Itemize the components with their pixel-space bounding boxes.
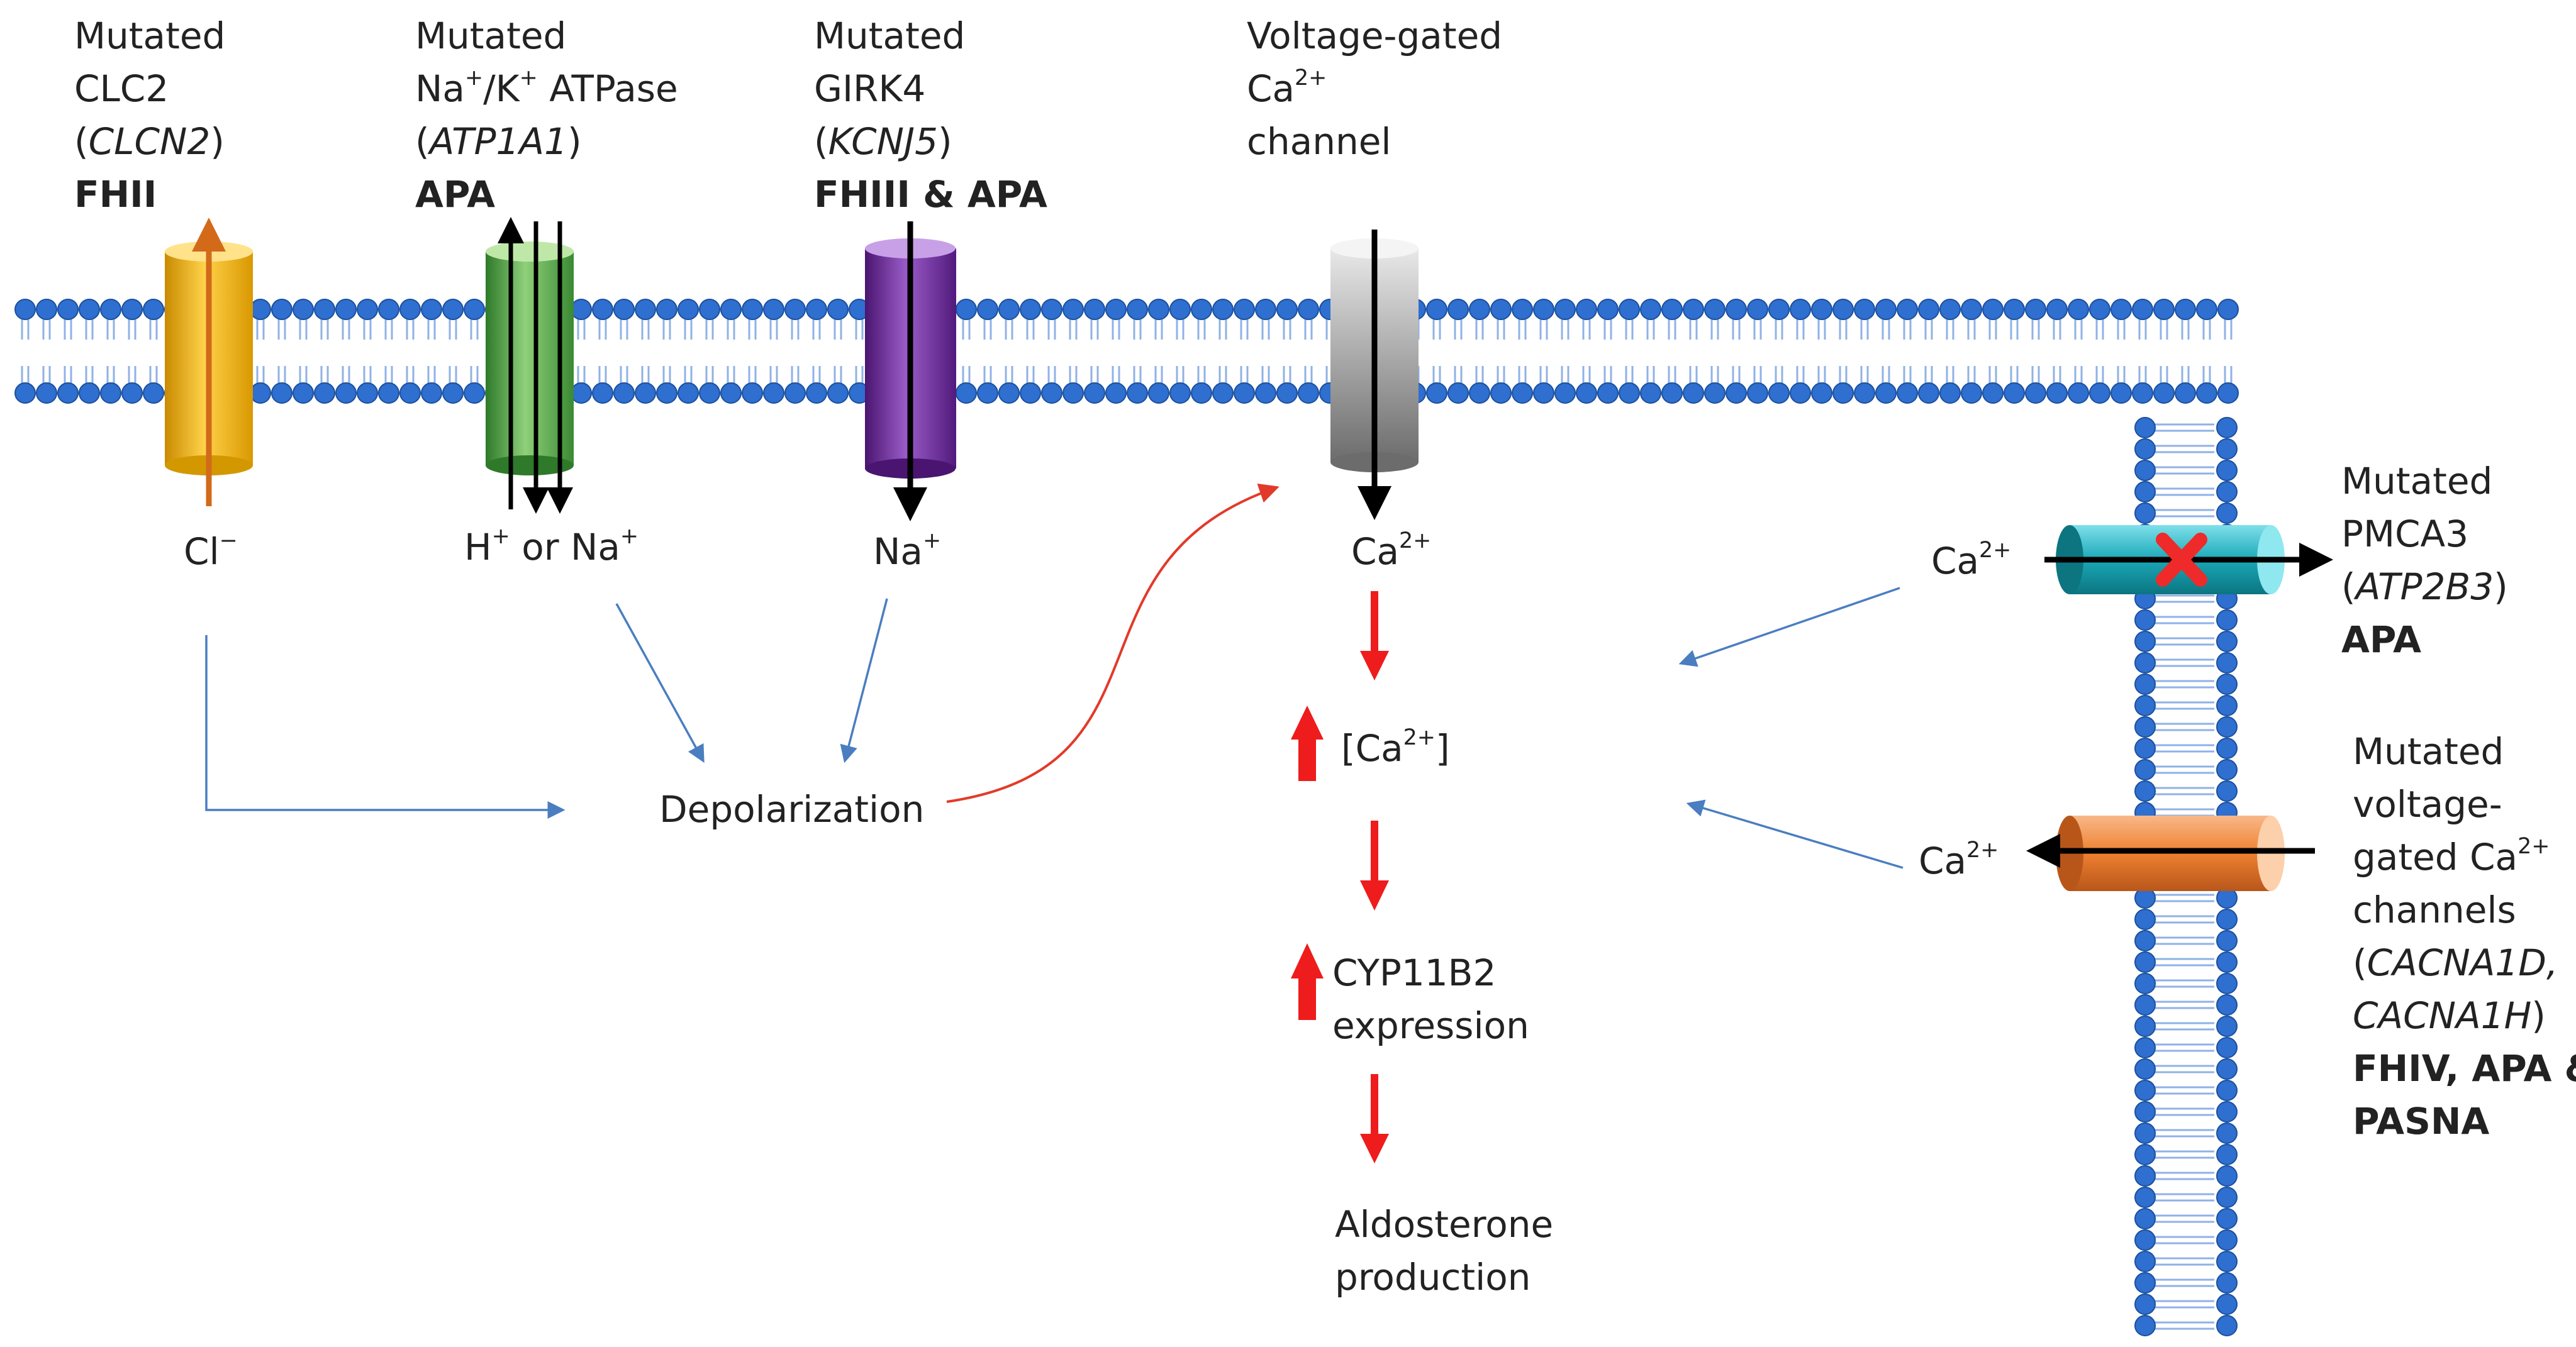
cacna-voltage-text: voltage- bbox=[2353, 783, 2502, 826]
cacna-gene2-text: CACNA1H) bbox=[2353, 994, 2546, 1037]
atpase-label: Mutated Na+/K+ ATPase (ATP1A1) APA bbox=[415, 9, 678, 221]
cacna-disease2-text: PASNA bbox=[2353, 1100, 2490, 1143]
aldosterone-name-text: Aldosterone bbox=[1335, 1203, 1554, 1246]
cacna-mutated-text: Mutated bbox=[2353, 730, 2504, 773]
cacna-gated-text: gated Ca2+ bbox=[2353, 833, 2550, 879]
cacna-label: Mutated voltage- gated Ca2+ channels (CA… bbox=[2353, 725, 2576, 1148]
pmca3-gene-text: (ATP2B3) bbox=[2341, 565, 2508, 608]
atpase-ion-label: H+ or Na+ bbox=[464, 523, 639, 568]
atpase-gene-text: (ATP1A1) bbox=[415, 120, 582, 163]
depolarization-label: Depolarization bbox=[659, 788, 925, 831]
girk4-to-depolarization-arrow bbox=[840, 598, 888, 763]
atpase-name-text: Na+/K+ ATPase bbox=[415, 65, 678, 110]
pmca3-calcium-arrow bbox=[1678, 587, 1900, 667]
calcium-concentration-label: [Ca2+] bbox=[1341, 724, 1450, 770]
pmca3-disease-text: APA bbox=[2341, 618, 2421, 661]
cascade-arrows bbox=[1360, 591, 1389, 1163]
pmca3-mutated-text: Mutated bbox=[2341, 460, 2493, 502]
cacna-disease1-text: FHIV, APA & bbox=[2353, 1047, 2576, 1090]
girk4-label: Mutated GIRK4 (KCNJ5) FHIII & APA bbox=[814, 9, 1047, 221]
up-arrow-icon bbox=[1291, 943, 1324, 1020]
blocked-x-icon bbox=[2156, 533, 2207, 587]
aldosterone-production-text: production bbox=[1335, 1256, 1531, 1299]
clc2-name-text: CLC2 bbox=[74, 67, 169, 110]
pmca3-name-text: PMCA3 bbox=[2341, 513, 2469, 555]
cyp11b2-name-text: CYP11B2 bbox=[1332, 951, 1497, 994]
vgcc-name-text: Voltage-gated bbox=[1247, 14, 1503, 57]
cascade-arrow bbox=[1360, 821, 1389, 911]
girk4-disease-text: FHIII & APA bbox=[814, 173, 1047, 216]
up-arrow-icon bbox=[1291, 706, 1324, 781]
vgcc-label: Voltage-gated Ca2+ channel bbox=[1247, 9, 1502, 168]
chloride-to-depolarization-arrow bbox=[205, 635, 566, 819]
girk4-ion-label: Na+ bbox=[873, 528, 942, 573]
girk4-mutated-text: Mutated bbox=[814, 14, 966, 57]
horizontal-cell-membrane bbox=[14, 299, 2239, 404]
cacna-ion-label: Ca2+ bbox=[1919, 837, 1999, 882]
depolarization-to-channel-curve bbox=[946, 483, 1280, 803]
cyp11b2-expression-text: expression bbox=[1332, 1004, 1529, 1047]
clc2-label: Mutated CLC2 (CLCN2) FHII bbox=[74, 9, 225, 221]
atpase-mutated-text: Mutated bbox=[415, 14, 567, 57]
flow-arrows bbox=[205, 587, 1904, 869]
cacna-calcium-arrow bbox=[1686, 799, 1904, 869]
clc2-disease-text: FHII bbox=[74, 173, 157, 216]
atpase-to-depolarization-arrow bbox=[615, 603, 705, 763]
cacna-gene1-text: (CACNA1D, bbox=[2353, 941, 2558, 984]
vgcc-ion-text: Ca2+ bbox=[1247, 65, 1327, 110]
clc2-gene-text: (CLCN2) bbox=[74, 120, 225, 163]
pmca3-label: Mutated PMCA3 (ATP2B3) APA bbox=[2341, 455, 2508, 666]
cyp11b2-label: CYP11B2 expression bbox=[1332, 946, 1529, 1052]
cascade-arrow bbox=[1360, 591, 1389, 680]
pmca3-ion-label: Ca2+ bbox=[1931, 537, 2012, 582]
vgcc-ion-label: Ca2+ bbox=[1351, 528, 1432, 573]
atpase-disease-text: APA bbox=[415, 173, 495, 216]
cascade-arrow bbox=[1360, 1074, 1389, 1163]
girk4-name-text: GIRK4 bbox=[814, 67, 926, 110]
chloride-ion-label: Cl− bbox=[184, 528, 238, 573]
vgcc-channel-text: channel bbox=[1247, 120, 1391, 163]
girk4-gene-text: (KCNJ5) bbox=[814, 120, 952, 163]
aldosterone-label: Aldosterone production bbox=[1335, 1198, 1553, 1304]
cacna-channels-text: channels bbox=[2353, 889, 2516, 931]
clc2-mutated-text: Mutated bbox=[74, 14, 226, 57]
